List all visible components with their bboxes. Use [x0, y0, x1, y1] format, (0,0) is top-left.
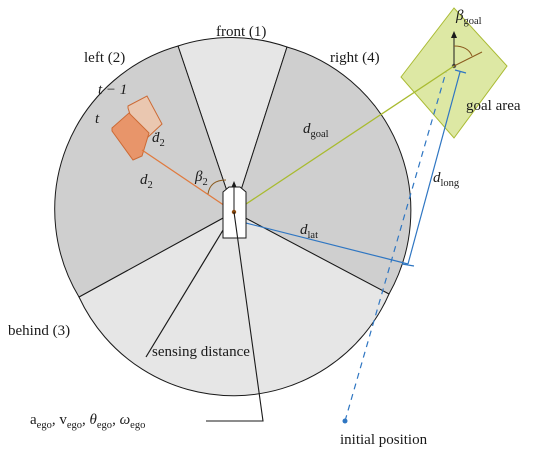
ego-heading-arrowhead: [231, 181, 237, 187]
t-minus-1-label: t − 1: [98, 82, 127, 98]
goal-area: [400, 7, 508, 139]
sector-front-label: front (1): [216, 24, 266, 40]
sensing-circle: [54, 37, 412, 397]
sector-front: [177, 37, 288, 214]
d2-subscript: 2: [148, 180, 153, 191]
sector-left: [54, 45, 235, 298]
d2-line: [141, 149, 235, 213]
d-lat-subscript: lat: [308, 230, 319, 241]
d-lat-symbol: d: [300, 222, 308, 238]
d-lat-line: [233, 219, 409, 265]
sector-right: [233, 46, 412, 295]
ego-a-symbol: a: [30, 412, 37, 428]
d2-dot-subscript: 2: [160, 138, 165, 149]
initial-position-label: initial position: [340, 432, 428, 448]
ego-sep-2: ,: [82, 412, 90, 428]
beta-goal-arc: [453, 45, 473, 57]
ego-vehicle: [222, 181, 247, 239]
sector-behind-right: [78, 211, 390, 397]
labels: front (1) left (2) right (4) behind (3) …: [8, 8, 521, 448]
sector-left-label: left (2): [84, 50, 125, 66]
sensing-distance-label: sensing distance: [152, 344, 250, 360]
obstacle-vehicle: [111, 95, 235, 213]
d-long-tick-top: [454, 69, 467, 74]
obstacle-current-position: [111, 112, 150, 161]
sector-behind-label: behind (3): [8, 323, 70, 339]
initial-position-point: [342, 418, 348, 424]
lateral-longitudinal-lines: [233, 69, 467, 424]
ego-state-label: aego, vego, θego, ωego: [30, 412, 145, 431]
d2-symbol: d: [140, 172, 148, 188]
d2-label: d2: [140, 172, 153, 191]
ego-a-subscript: ego: [37, 420, 52, 431]
ego-v-subscript: ego: [67, 420, 82, 431]
d-long-subscript: long: [441, 178, 460, 189]
beta2-subscript: 2: [202, 177, 207, 188]
d2-dot-label: ḋ2: [152, 130, 165, 149]
ego-omega-subscript: ego: [130, 420, 145, 431]
d-long-tick-bottom: [401, 263, 415, 267]
ego-theta-symbol: θ: [90, 412, 98, 428]
beta2-label: β2: [194, 169, 208, 188]
d-goal-line: [233, 65, 455, 213]
ego-theta-subscript: ego: [97, 420, 112, 431]
goal-orientation-line: [453, 51, 483, 67]
ego-sep-3: ,: [112, 412, 120, 428]
beta2-arc: [207, 179, 227, 195]
sensing-distance-line: [145, 211, 235, 358]
d2-dot-symbol: ḋ: [152, 130, 160, 146]
beta2-symbol: β: [194, 169, 203, 185]
goal-area-polygon: [400, 7, 508, 139]
d-long-symbol: d: [433, 170, 441, 186]
d-long-label: dlong: [433, 170, 460, 189]
ego-state-callout-line: [206, 211, 264, 422]
goal-area-label: goal area: [466, 98, 521, 114]
ego-sep-1: ,: [52, 412, 60, 428]
sector-right-label: right (4): [330, 50, 380, 66]
ego-omega-symbol: ω: [120, 412, 131, 428]
d-goal-symbol: d: [303, 121, 311, 137]
d-long-line: [407, 71, 461, 265]
ego-v-symbol: v: [59, 412, 67, 428]
t-label: t: [95, 111, 100, 127]
beta-goal-symbol: β: [455, 8, 464, 24]
initial-path-dashed: [344, 71, 447, 422]
d-goal-subscript: goal: [311, 129, 329, 140]
beta-goal-subscript: goal: [463, 16, 481, 27]
goal-heading-arrowhead: [451, 31, 457, 38]
beta-goal-label: βgoal: [455, 8, 482, 27]
d-goal-label: dgoal: [303, 121, 329, 140]
d-lat-label: dlat: [300, 222, 318, 241]
